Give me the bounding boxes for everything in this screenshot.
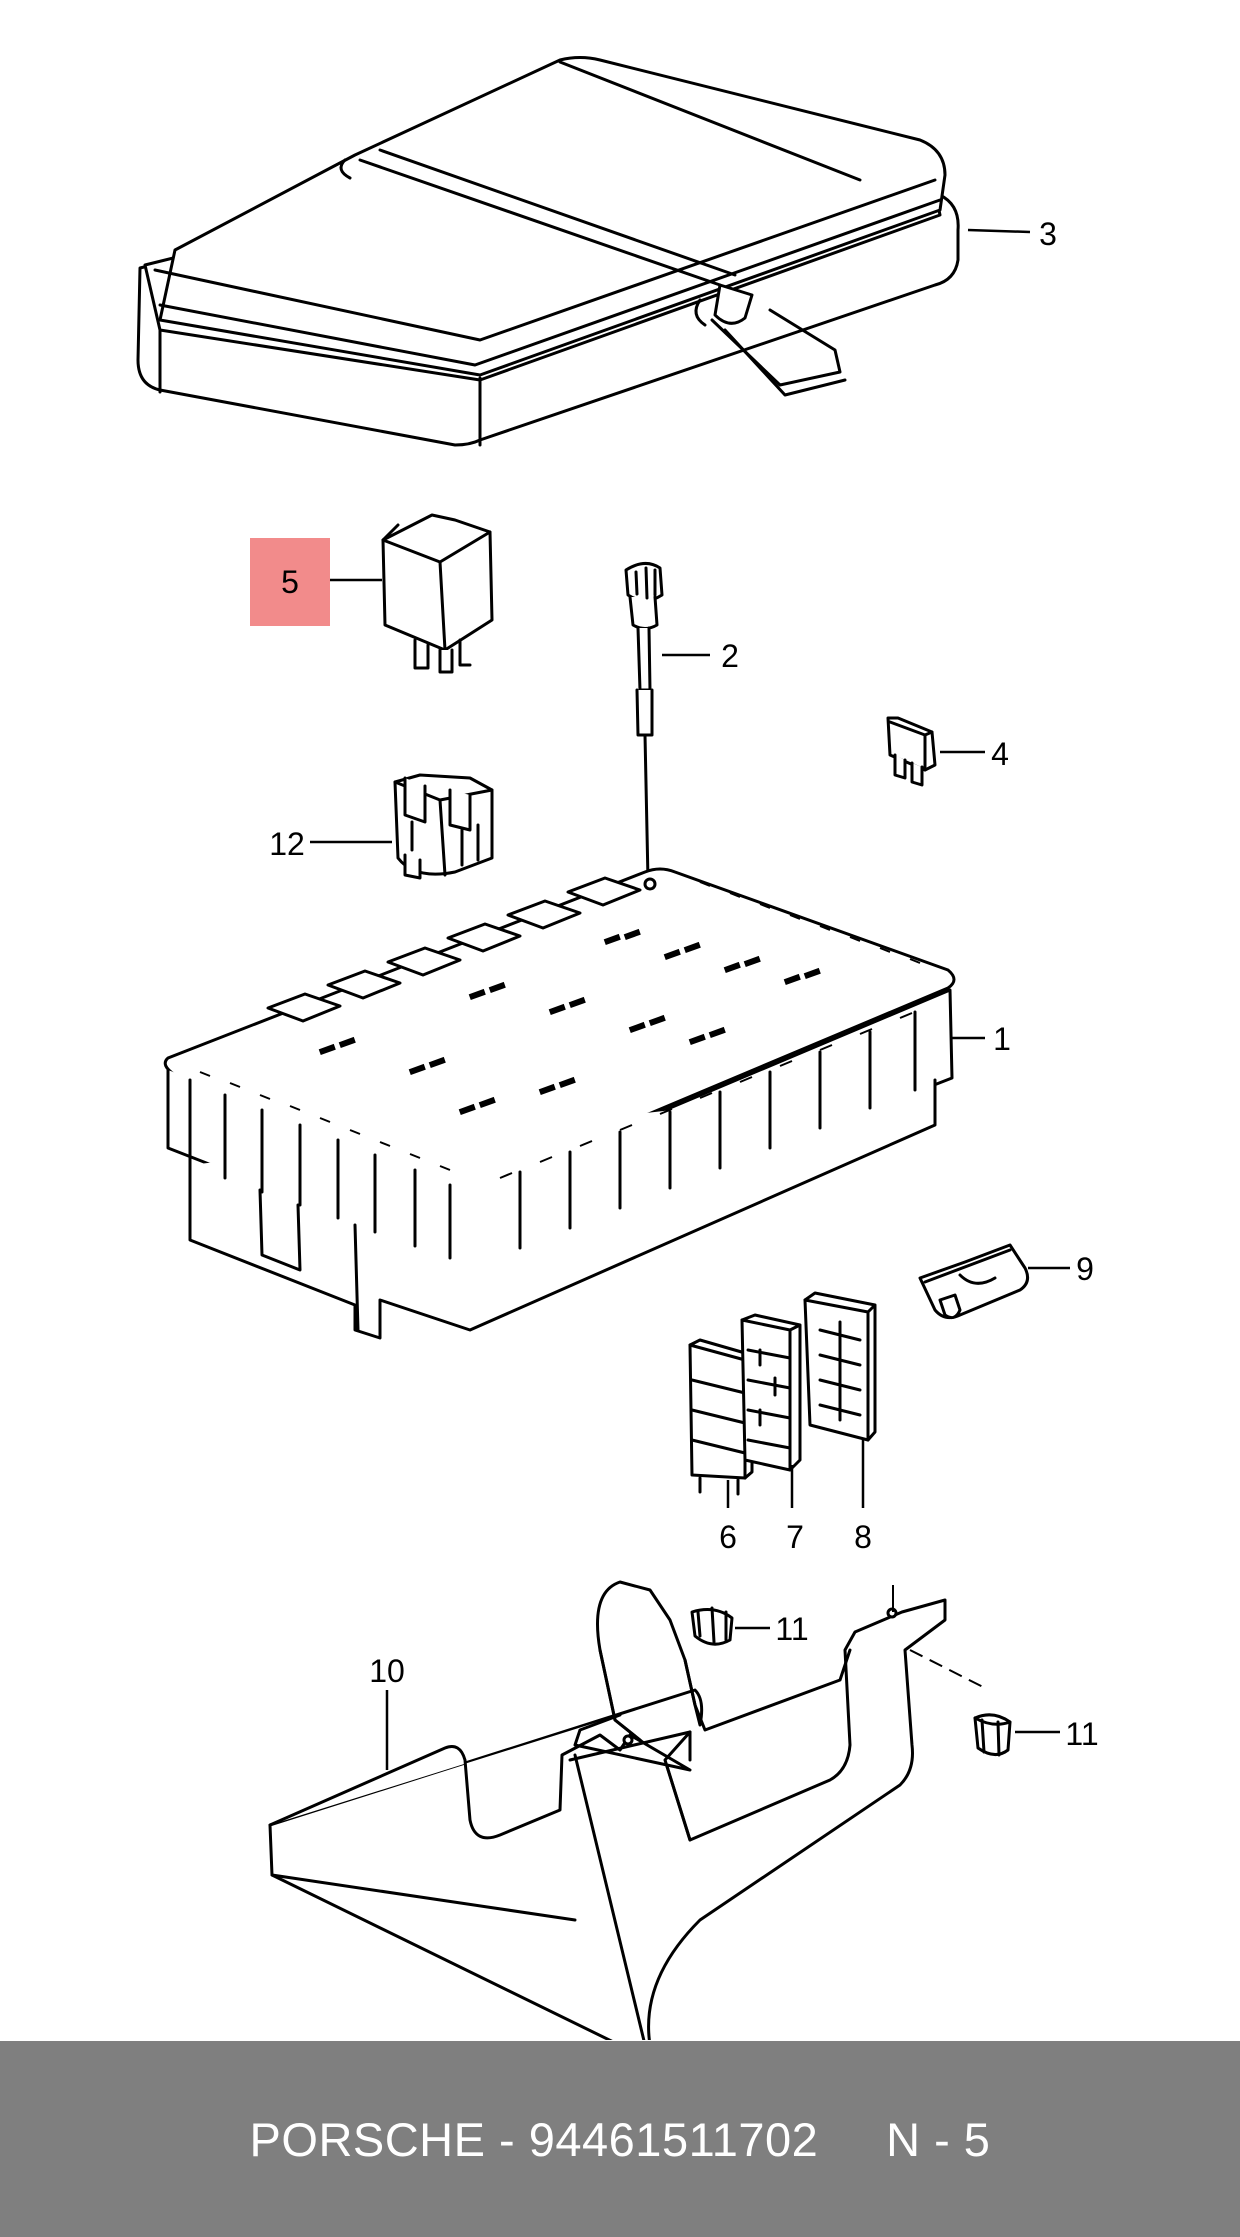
callout-11-upper: 11 — [775, 1611, 808, 1647]
callouts: 1 2 3 4 5 6 7 8 9 10 11 11 12 — [250, 216, 1099, 1752]
part-clip — [918, 1243, 1030, 1320]
callout-1: 1 — [993, 1021, 1011, 1057]
part-sensor-cable — [624, 562, 664, 882]
leader-lines — [310, 228, 1070, 1770]
part-relay — [381, 513, 494, 674]
part-fuse — [886, 716, 937, 787]
callout-10: 10 — [369, 1653, 405, 1689]
part-relay-socket — [393, 773, 494, 880]
callout-11-lower: 11 — [1065, 1716, 1098, 1752]
part-bracket-tray — [268, 1580, 986, 2040]
parts-diagram: 1 2 3 4 5 6 7 8 9 10 11 11 12 — [136, 56, 1099, 2040]
callout-7: 7 — [786, 1519, 804, 1555]
part-nut-upper — [690, 1606, 734, 1646]
part-terminal-strip-7 — [740, 1313, 802, 1472]
callout-12: 12 — [269, 826, 305, 862]
part-number-caption: PORSCHE - 94461511702 N - 5 — [249, 2112, 991, 2166]
part-nut-lower — [973, 1713, 1012, 1757]
callout-5: 5 — [281, 564, 299, 600]
callout-highlight-5 — [250, 538, 330, 626]
callout-2: 2 — [721, 638, 739, 674]
part-main-fuse-box — [163, 867, 956, 1340]
part-cover-lid — [136, 56, 960, 447]
callout-8: 8 — [854, 1519, 872, 1555]
callout-4: 4 — [991, 736, 1009, 772]
callout-3: 3 — [1039, 216, 1057, 252]
footer-bar: PORSCHE - 94461511702 N - 5 — [0, 2041, 1240, 2237]
part-terminal-strip-8 — [803, 1291, 877, 1442]
callout-6: 6 — [719, 1519, 737, 1555]
callout-9: 9 — [1076, 1251, 1094, 1287]
